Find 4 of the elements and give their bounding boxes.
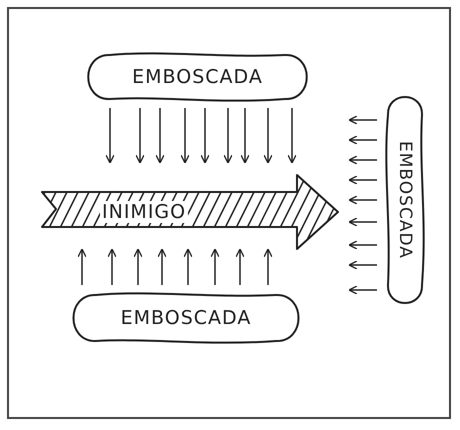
cloud-shape [85, 52, 310, 102]
arrow-label: INIMIGO [100, 201, 188, 223]
cloud-shape [385, 95, 425, 305]
cloud-shape [70, 292, 302, 344]
